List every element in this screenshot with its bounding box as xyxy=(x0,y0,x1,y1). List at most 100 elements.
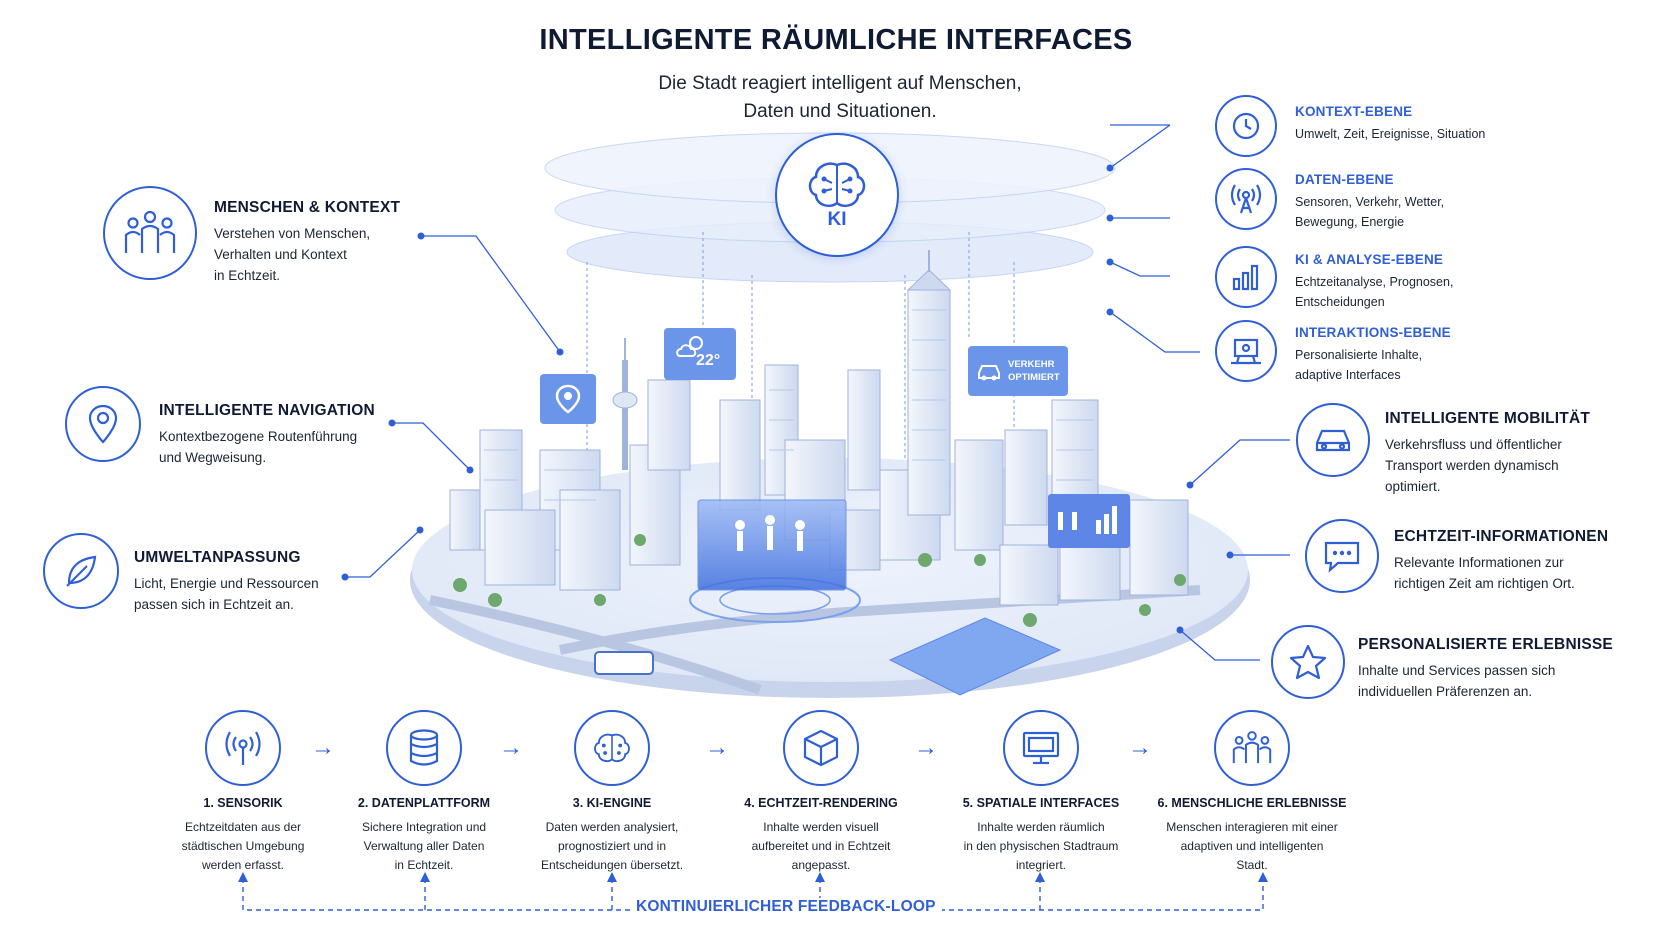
bar-chart-icon xyxy=(1232,264,1259,291)
step-line: Stadt. xyxy=(1236,858,1268,872)
step-1-icon-badge xyxy=(205,710,281,786)
page-subtitle: Die Stadt reagiert intelligent auf Mensc… xyxy=(560,70,1120,126)
weather-tag: 22° xyxy=(664,328,736,380)
callout-line: Verhalten und Kontext xyxy=(214,247,347,262)
callout-intelligente-mobilitaet: INTELLIGENTE MOBILITÄT Verkehrsfluss und… xyxy=(1385,410,1590,497)
location-pin-icon xyxy=(555,384,581,414)
step-menschliche-erlebnisse: 6. MENSCHLICHE ERLEBNISSE Menschen inter… xyxy=(1154,796,1350,875)
step-line: aufbereitet und in Echtzeit xyxy=(751,839,891,853)
database-icon xyxy=(409,729,439,766)
callout-title: MENSCHEN & KONTEXT xyxy=(214,199,401,216)
callout-title: INTELLIGENTE MOBILITÄT xyxy=(1385,410,1591,427)
process-arrow-icon: → xyxy=(705,734,729,761)
step-line: Sichere Integration und xyxy=(361,820,487,834)
step-2-icon-badge xyxy=(386,710,462,786)
subtitle-line: Daten und Situationen. xyxy=(743,101,937,122)
cube-icon xyxy=(803,729,839,767)
callout-line: Verkehrsfluss und öffentlicher xyxy=(1385,437,1562,452)
layer-title: KI & ANALYSE-EBENE xyxy=(1295,252,1444,267)
callout-title: UMWELTANPASSUNG xyxy=(134,549,301,566)
traffic-tag: VERKEHR OPTIMIERT xyxy=(968,346,1068,396)
process-arrow-icon: → xyxy=(311,734,335,761)
callout-line: Kontextbezogene Routenführung xyxy=(159,429,358,444)
step-line: Inhalte werden visuell xyxy=(763,820,879,834)
roads xyxy=(428,585,1201,695)
layer-title: DATEN-EBENE xyxy=(1295,172,1394,187)
callout-line: individuellen Präferenzen an. xyxy=(1358,684,1533,699)
step-5-icon-badge xyxy=(1003,710,1079,786)
brain-icon xyxy=(808,162,866,207)
traffic-line: VERKEHR xyxy=(1008,359,1055,370)
callout-menschen-kontext: MENSCHEN & KONTEXT Verstehen von Mensche… xyxy=(214,199,400,286)
antenna-icon xyxy=(1230,184,1262,214)
step-line: Menschen interagieren mit einer xyxy=(1166,820,1338,834)
layer-interaktion: INTERAKTIONS-EBENE Personalisierte Inhal… xyxy=(1295,325,1451,385)
layer-daten: DATEN-EBENE Sensoren, Verkehr, Wetter, B… xyxy=(1295,172,1444,232)
people-icon xyxy=(124,210,176,253)
car-icon xyxy=(1315,429,1351,452)
page-title: INTELLIGENTE RÄUMLICHE INTERFACES xyxy=(539,24,1133,56)
callout-title: ECHTZEIT-INFORMATIONEN xyxy=(1394,528,1609,545)
step-line: in Echtzeit. xyxy=(394,858,454,872)
monitor-icon xyxy=(1022,731,1060,765)
layer-line: Echtzeitanalyse, Prognosen, xyxy=(1295,275,1454,289)
step-line: integriert. xyxy=(1015,858,1067,872)
weather-value: 22° xyxy=(696,352,721,369)
step-title: 6. MENSCHLICHE ERLEBNISSE xyxy=(1157,796,1347,810)
layer-line: Umwelt, Zeit, Ereignisse, Situation xyxy=(1295,127,1486,141)
sensor-icon xyxy=(225,731,261,765)
layer-line: adaptive Interfaces xyxy=(1295,368,1401,382)
layer-ki-analyse: KI & ANALYSE-EBENE Echtzeitanalyse, Prog… xyxy=(1295,252,1453,312)
water-plaza xyxy=(888,617,1062,696)
step-line: Verwaltung aller Daten xyxy=(363,839,485,853)
callout-line: Verstehen von Menschen, xyxy=(214,226,371,241)
step-title: 2. DATENPLATTFORM xyxy=(357,796,491,810)
ai-label: KI xyxy=(827,209,847,230)
layer-title: KONTEXT-EBENE xyxy=(1295,104,1413,119)
clock-icon xyxy=(1232,112,1260,140)
subtitle-line: Die Stadt reagiert intelligent auf Mensc… xyxy=(658,73,1022,94)
callout-title: INTELLIGENTE NAVIGATION xyxy=(159,402,375,419)
interaction-layer-icon-badge xyxy=(1215,320,1277,382)
trees xyxy=(453,534,1186,627)
chat-bubble-icon xyxy=(1324,541,1360,573)
callout-intelligente-navigation: INTELLIGENTE NAVIGATION Kontextbezogene … xyxy=(159,402,375,468)
interface-screen-icon xyxy=(1231,338,1261,365)
step-title: 4. ECHTZEIT-RENDERING xyxy=(744,796,898,810)
callout-echtzeit-informationen: ECHTZEIT-INFORMATIONEN Relevante Informa… xyxy=(1394,528,1608,594)
leaf-icon xyxy=(66,555,97,587)
realtime-info-icon-badge xyxy=(1305,519,1379,593)
callout-line: Relevante Informationen zur xyxy=(1394,555,1564,570)
step-title: 1. SENSORIK xyxy=(203,796,283,810)
brain-icon xyxy=(594,733,630,762)
buildings xyxy=(449,289,1189,606)
callout-line: Inhalte und Services passen sich xyxy=(1358,663,1556,678)
step-title: 3. KI-ENGINE xyxy=(572,796,652,810)
step-line: städtischen Umgebung xyxy=(181,839,305,853)
bus xyxy=(594,651,654,675)
process-arrow-icon: → xyxy=(1128,734,1152,761)
step-line: werden erfasst. xyxy=(201,858,285,872)
location-tag xyxy=(540,374,596,424)
callout-line: optimiert. xyxy=(1385,479,1441,494)
feedback-loop-label: KONTINUIERLICHER FEEDBACK-LOOP xyxy=(630,898,942,916)
layer-line: Personalisierte Inhalte, xyxy=(1295,348,1423,362)
step-line: in den physischen Stadtraum xyxy=(963,839,1119,853)
people-context-icon-badge xyxy=(103,186,197,280)
callout-line: richtigen Zeit am richtigen Ort. xyxy=(1394,576,1575,591)
navigation-icon-badge xyxy=(65,386,141,462)
step-line: Daten werden analysiert, xyxy=(545,820,679,834)
process-arrow-icon: → xyxy=(499,734,523,761)
callout-line: in Echtzeit. xyxy=(214,268,281,283)
ai-brain-badge: KI xyxy=(775,133,899,257)
layer-line: Entscheidungen xyxy=(1295,295,1385,309)
step-line: Echtzeitdaten aus der xyxy=(184,820,302,834)
callout-line: Transport werden dynamisch xyxy=(1385,458,1559,473)
step-3-icon-badge xyxy=(574,710,650,786)
group-icon xyxy=(1232,731,1272,764)
traffic-line: OPTIMIERT xyxy=(1008,372,1060,383)
step-4-icon-badge xyxy=(783,710,859,786)
step-title: 5. SPATIALE INTERFACES xyxy=(962,796,1120,810)
car-icon xyxy=(978,365,1000,381)
